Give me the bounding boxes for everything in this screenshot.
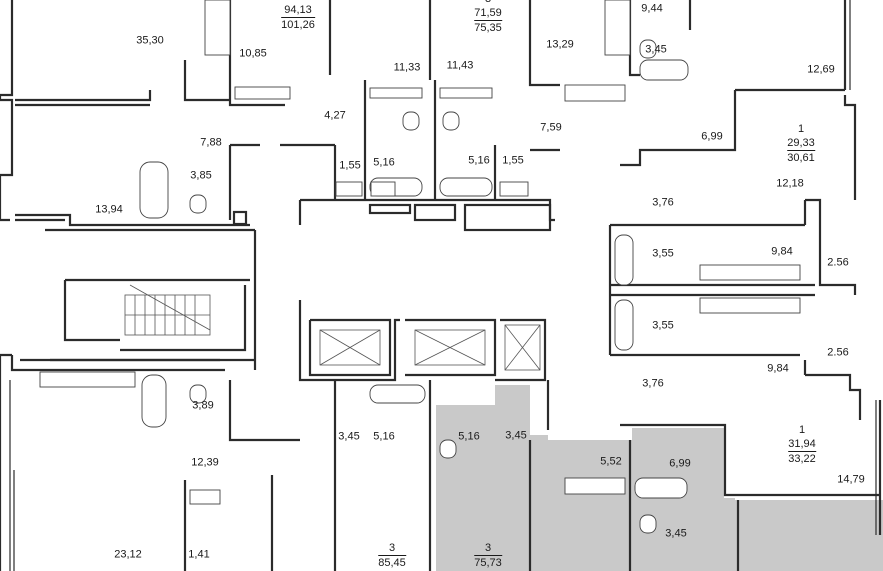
elevator-shafts [319,324,541,371]
apartment-label: 3 85,45 [378,541,406,570]
apartment-living-area: 94,13 [284,4,312,16]
room-area: 23,12 [114,548,142,561]
apartment-total-area: 101,26 [281,17,315,31]
room-area: 35,30 [136,34,164,47]
apartment-label: 1 31,94 33,22 [788,423,816,466]
room-area: 1,41 [188,548,210,561]
room-area: 4,27 [324,109,346,122]
staircase [124,284,211,336]
room-area: 1,55 [502,154,524,167]
apartment-rooms: 1 [798,424,806,436]
room-area: 3,76 [652,196,674,209]
room-area: 12,39 [191,456,219,469]
bathroom-fixtures [39,0,801,534]
room-area: 10,85 [239,47,267,60]
apartment-label: 3 75,73 [474,541,502,570]
apartment-living-area: 85,45 [378,555,406,569]
room-area: 12,18 [776,177,804,190]
apartment-rooms: 3 [484,542,492,554]
apartment-total-area: 30,61 [787,150,815,164]
room-area: 2.56 [827,256,849,269]
room-area: 13,29 [546,38,574,51]
apartment-label: 1 29,33 30,61 [787,122,815,165]
room-area: 5,16 [373,156,395,169]
room-area: 2.56 [827,346,849,359]
room-area: 3,45 [645,43,667,56]
room-area: 5,16 [373,430,395,443]
room-area: 5,16 [458,430,480,443]
apartment-rooms: 3 [485,0,491,5]
room-area: 3,55 [652,247,674,260]
room-area: 7,59 [540,121,562,134]
apartment-label: 3 71,59 75,35 [474,0,502,35]
room-area: 11,43 [446,59,474,72]
room-area: 5,16 [468,154,490,167]
apartment-living-area: 31,94 [788,438,816,450]
room-area: 6,99 [669,457,691,470]
room-area: 9,44 [641,2,663,15]
room-area: 3,76 [642,377,664,390]
apartment-label: 94,13 101,26 [281,3,315,32]
room-area: 6,99 [701,130,723,143]
apartment-living-area: 75,73 [474,555,502,569]
room-area: 3,45 [338,430,360,443]
room-area: 12,69 [807,63,835,76]
room-area: 3,85 [190,169,212,182]
room-area: 14,79 [837,473,865,486]
apartment-living-area: 71,59 [474,7,502,19]
room-area: 5,52 [600,455,622,468]
room-area: 3,45 [505,429,527,442]
apartment-total-area: 75,35 [474,20,502,34]
room-area: 11,33 [393,61,421,74]
room-area: 3,45 [665,527,687,540]
room-area: 3,89 [192,399,214,412]
apartment-rooms: 1 [797,123,805,135]
apartment-living-area: 29,33 [787,137,815,149]
apartment-total-area: 33,22 [788,451,816,465]
room-area: 9,84 [767,362,789,375]
apartment-rooms: 3 [388,542,396,554]
room-area: 7,88 [200,136,222,149]
room-area: 9,84 [771,245,793,258]
room-area: 3,55 [652,319,674,332]
room-area: 13,94 [95,203,123,216]
room-area: 1,55 [339,159,361,172]
